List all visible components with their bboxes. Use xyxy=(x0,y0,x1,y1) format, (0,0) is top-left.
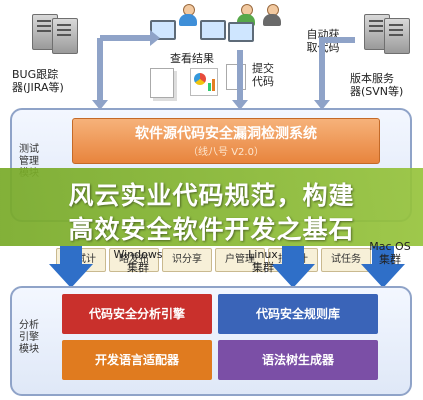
monitor-icon xyxy=(150,20,176,40)
submit-code-label: 提交 代码 xyxy=(252,62,274,88)
system-title: 软件源代码安全漏洞检测系统 xyxy=(135,126,317,142)
security-rules-label: 代码安全规则库 xyxy=(255,307,340,321)
person-icon xyxy=(262,4,282,26)
code-security-engine-block: 代码安全分析引擎 xyxy=(62,294,212,334)
language-adapter-block: 开发语言适配器 xyxy=(62,340,212,380)
view-results-label: 查看结果 xyxy=(170,52,214,65)
down-arrow-icon xyxy=(49,264,93,288)
slogan-line-2: 高效安全软件开发之基石 xyxy=(68,215,355,244)
monitor-icon xyxy=(200,20,226,40)
slogan-banner: 风云实业代码规范，构建 高效安全软件开发之基石 xyxy=(0,168,423,246)
slogan-line-1: 风云实业代码规范，构建 xyxy=(68,181,355,210)
version-server-label: 版本服务 器(SVN等) xyxy=(350,72,404,98)
module-slot: 识分享 xyxy=(162,248,212,272)
module-slot: 户管理 xyxy=(215,248,265,272)
system-title-bar: 软件源代码安全漏洞检测系统 （线八号 V2.0） xyxy=(72,118,380,164)
top-connector-arrows xyxy=(92,30,355,110)
report-pages-icon xyxy=(150,68,174,98)
top-diagram: 查看结果 提交 代码 自动获 取代码 BUG跟踪 器(JIRA等) 版本服务 器… xyxy=(0,0,423,110)
security-rules-block: 代码安全规则库 xyxy=(218,294,378,334)
module-slots-row: 测试计 略发布 识分享 户管理 抵统计 试任务 xyxy=(56,248,372,272)
person-icon xyxy=(178,4,198,26)
cluster-arrows xyxy=(0,240,423,290)
down-arrow-icon xyxy=(271,264,315,288)
code-security-engine-label: 代码安全分析引擎 xyxy=(88,307,185,321)
language-adapter-label: 开发语言适配器 xyxy=(94,353,179,367)
version-server-icon xyxy=(384,18,410,54)
system-subtitle: （线八号 V2.0） xyxy=(188,147,264,158)
syntax-tree-label: 语法树生成器 xyxy=(261,353,334,367)
monitor-icon xyxy=(228,22,254,42)
bug-tracker-server-icon xyxy=(52,18,78,54)
analysis-engine-module-label: 分析 引擎 模块 xyxy=(19,320,39,355)
bug-tracker-label: BUG跟踪 器(JIRA等) xyxy=(12,68,64,94)
report-chart-icon xyxy=(190,68,218,96)
module-slot: 略发布 xyxy=(109,248,159,272)
macos-cluster-label: Mac OS 集群 xyxy=(369,240,411,266)
linux-cluster-label: Linux 集群 xyxy=(248,248,278,274)
windows-cluster-label: Windows 集群 xyxy=(113,248,163,274)
syntax-tree-block: 语法树生成器 xyxy=(218,340,378,380)
analysis-engine-panel: 分析 引擎 模块 代码安全分析引擎 代码安全规则库 开发语言适配器 语法树生成器 xyxy=(10,286,412,396)
down-arrow-icon xyxy=(361,264,405,288)
